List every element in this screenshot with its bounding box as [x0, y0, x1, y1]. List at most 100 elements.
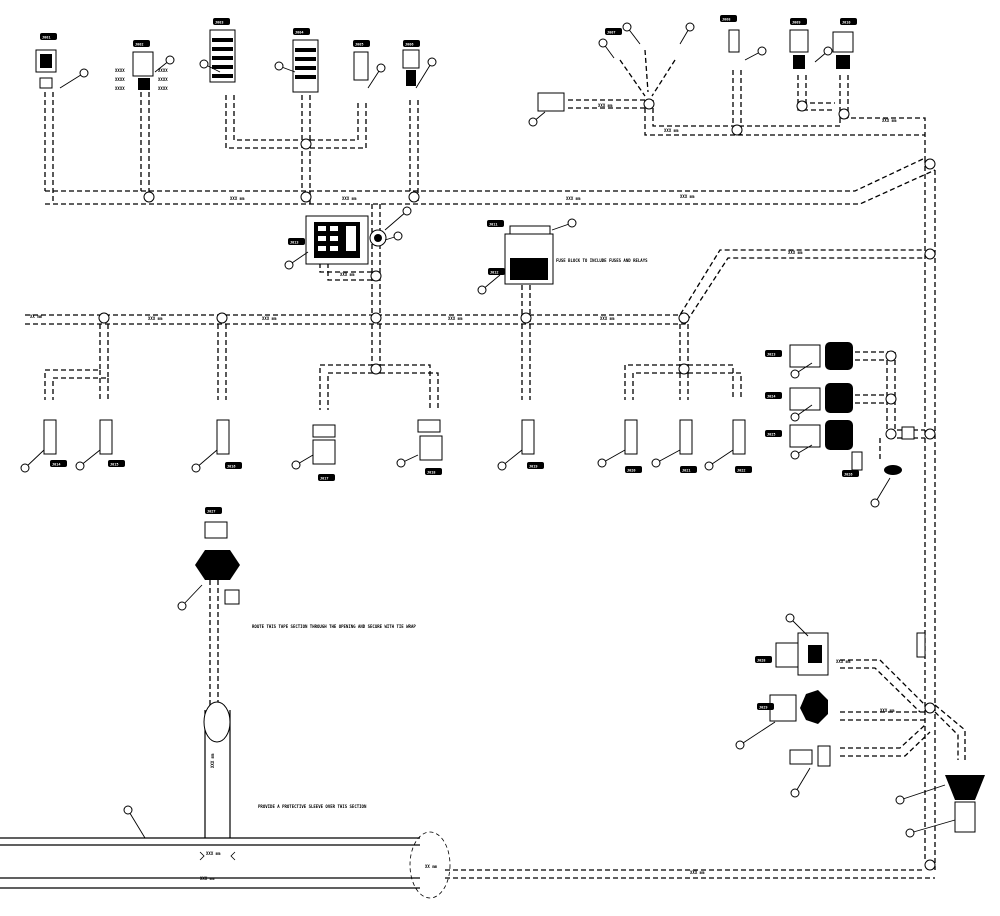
- pin-label: XXXX: [115, 68, 125, 73]
- junction-node: [678, 363, 690, 375]
- leader-line: [59, 72, 85, 89]
- connector-tag: [680, 466, 697, 473]
- connector-tag-text: J023: [767, 353, 775, 357]
- connector-tag: [842, 470, 859, 477]
- right-connectors: [789, 342, 915, 475]
- connector-tag-text: J011: [489, 223, 497, 227]
- junction-node: [924, 702, 936, 714]
- connector-tag-text: J005: [355, 43, 363, 47]
- callout-circle: [790, 788, 800, 798]
- callout-circle: [165, 55, 175, 65]
- callout-circle: [177, 601, 187, 611]
- callout-circle: [284, 260, 294, 270]
- connector-tag: [205, 507, 222, 514]
- junction-node: [924, 859, 936, 871]
- connector-tag: [108, 460, 125, 467]
- junction-node: [408, 191, 420, 203]
- callout-circle: [651, 458, 661, 468]
- junction-node: [678, 312, 690, 324]
- left-cut-label: XX mm: [30, 314, 43, 319]
- callout-circle: [870, 498, 880, 508]
- callout-circle: [402, 206, 412, 216]
- connector-tag-text: J012: [490, 271, 498, 275]
- callout-circle: [291, 460, 301, 470]
- callout-circle: [199, 59, 209, 69]
- dimension-label: XXX mm: [148, 316, 163, 321]
- connector-tag: [488, 268, 505, 275]
- junction-node: [643, 98, 655, 110]
- fuse-block: [305, 215, 554, 285]
- connector-tag-text: J006: [405, 43, 413, 47]
- connector-tag-text: J003: [215, 21, 223, 25]
- dimension-label: XXX mm: [342, 196, 357, 201]
- connector-tag: [225, 462, 242, 469]
- callout-markers: [20, 22, 956, 839]
- junction-node: [924, 428, 936, 440]
- junction-node: [885, 428, 897, 440]
- leader-line: [708, 449, 734, 467]
- dimension-label: XXX mm: [690, 870, 705, 875]
- connector-tag: [840, 18, 857, 25]
- connector-tag-text: J029: [759, 706, 767, 710]
- connector-tag: [487, 220, 504, 227]
- callout-circle: [477, 285, 487, 295]
- junction-node: [924, 248, 936, 260]
- bottom-run-label: XXX mm: [200, 876, 215, 881]
- leader-line: [127, 809, 146, 839]
- callout-circle: [704, 461, 714, 471]
- connector-tag-text: J001: [42, 36, 50, 40]
- connector-tag: [50, 460, 67, 467]
- connector-tag: [353, 40, 370, 47]
- dimension-label: XXX mm: [230, 196, 245, 201]
- pin-label: XXXX: [158, 68, 168, 73]
- junction-node: [838, 108, 850, 120]
- junction-node: [885, 350, 897, 362]
- connector-tag-text: J027: [207, 510, 215, 514]
- connector-tag-text: J009: [792, 21, 800, 25]
- junction-node: [924, 158, 936, 170]
- connector-tag-text: J004: [295, 31, 303, 35]
- callout-circle: [685, 22, 695, 32]
- leader-line: [874, 477, 891, 504]
- connector-tag-text: J018: [427, 471, 435, 475]
- connector-tag-text: J019: [529, 465, 537, 469]
- callout-circle: [757, 46, 767, 56]
- connector-tag: [293, 28, 310, 35]
- leader-line: [899, 784, 946, 801]
- connector-tag-text: J028: [757, 659, 765, 663]
- connector-tag-text: J007: [607, 31, 615, 35]
- dimension-label: XXX mm: [664, 128, 679, 133]
- callout-circle: [20, 463, 30, 473]
- callout-circle: [785, 613, 795, 623]
- connector-tag-text: J015: [110, 463, 118, 467]
- callout-circle: [598, 38, 608, 48]
- leader-line: [181, 584, 203, 607]
- vertical-drop-label: XXX mm: [210, 753, 215, 768]
- junction-label: XXX mm: [206, 851, 221, 856]
- connector-tag-text: J020: [627, 469, 635, 473]
- dimension-label: XXX mm: [448, 316, 463, 321]
- connector-tag: [755, 656, 772, 663]
- connector-tag-text: J021: [682, 469, 690, 473]
- callout-circle: [622, 22, 632, 32]
- leader-line: [739, 721, 776, 746]
- connector-tag: [765, 392, 782, 399]
- junction-node: [98, 312, 110, 324]
- connector-tag: [318, 474, 335, 481]
- leader-line: [794, 767, 811, 794]
- callout-circle: [823, 46, 833, 56]
- callout-circle: [274, 61, 284, 71]
- callout-circle: [895, 795, 905, 805]
- leader-line: [415, 61, 433, 89]
- callout-circle: [393, 231, 403, 241]
- connector-tag: [527, 462, 544, 469]
- dimension-label: XXX mm: [262, 316, 277, 321]
- callout-circle: [396, 458, 406, 468]
- callout-circle: [528, 117, 538, 127]
- bottom-note: PROVIDE A PROTECTIVE SLEEVE OVER THIS SE…: [258, 804, 367, 809]
- leader-line: [909, 819, 956, 834]
- dimension-label: XXX mm: [340, 272, 355, 277]
- pin-label: XXXX: [158, 86, 168, 91]
- connector-tag-text: J008: [722, 18, 730, 22]
